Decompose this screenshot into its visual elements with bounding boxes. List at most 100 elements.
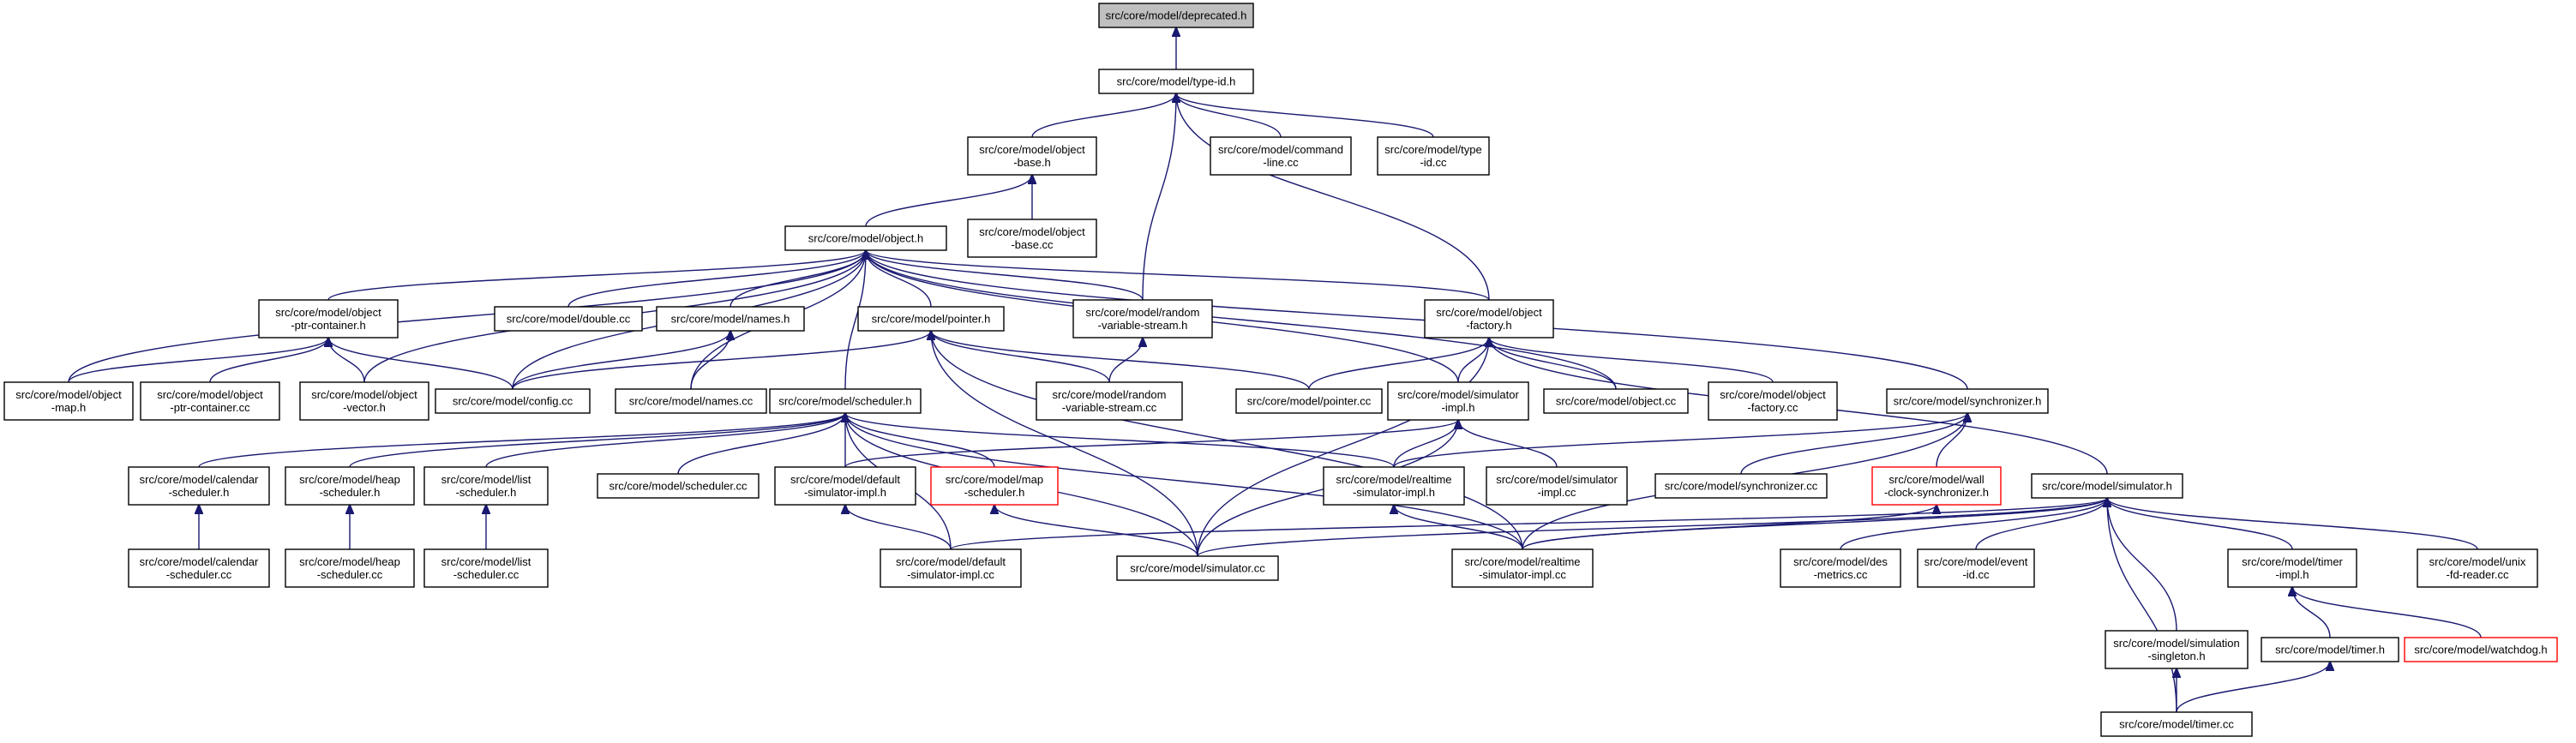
edge-names_cc-to-names_h bbox=[690, 331, 730, 390]
node-label: src/core/model/simulation bbox=[2113, 637, 2239, 650]
node-simulator_cc[interactable]: src/core/model/simulator.cc bbox=[1116, 555, 1279, 581]
node-names_cc[interactable]: src/core/model/names.cc bbox=[615, 388, 767, 414]
edge-object_ptr_container_h-to-object_h bbox=[327, 250, 866, 301]
node-label: -scheduler.h bbox=[169, 486, 230, 499]
node-label: -variable-stream.cc bbox=[1062, 401, 1157, 414]
node-object_ptr_container_cc[interactable]: src/core/model/object-ptr-container.cc bbox=[140, 381, 280, 421]
node-realtime_simulator_impl_h[interactable]: src/core/model/realtime-simulator-impl.h bbox=[1323, 466, 1465, 506]
node-object_h[interactable]: src/core/model/object.h bbox=[784, 225, 947, 251]
node-object_vector_h[interactable]: src/core/model/object-vector.h bbox=[299, 381, 429, 421]
node-config_cc[interactable]: src/core/model/config.cc bbox=[435, 388, 591, 414]
node-event_id_cc[interactable]: src/core/model/event-id.cc bbox=[1917, 548, 2035, 588]
edge-double_cc-to-object_h bbox=[567, 250, 866, 308]
node-label: -scheduler.cc bbox=[166, 568, 232, 581]
node-default_simulator_impl_h[interactable]: src/core/model/default-simulator-impl.h bbox=[774, 466, 916, 506]
node-label: src/core/model/wall bbox=[1888, 473, 1984, 486]
edge-names_h-to-object_h bbox=[730, 250, 866, 308]
node-label: -fd-reader.cc bbox=[2447, 568, 2509, 581]
node-label: -base.cc bbox=[1011, 238, 1054, 251]
node-random_variable_stream_h[interactable]: src/core/model/random-variable-stream.h bbox=[1072, 299, 1213, 339]
edge-random_variable_stream_cc-to-pointer_h bbox=[931, 331, 1110, 383]
node-label: -line.cc bbox=[1263, 156, 1299, 169]
edge-object_factory_h-to-object_h bbox=[866, 250, 1490, 301]
edge-object_map_h-to-object_h bbox=[68, 250, 866, 383]
node-calendar_scheduler_cc[interactable]: src/core/model/calendar-scheduler.cc bbox=[128, 548, 270, 588]
node-synchronizer_h[interactable]: src/core/model/synchronizer.h bbox=[1886, 388, 2049, 414]
node-label: src/core/model/object bbox=[311, 388, 417, 401]
node-double_cc[interactable]: src/core/model/double.cc bbox=[494, 306, 643, 332]
node-names_h[interactable]: src/core/model/names.h bbox=[656, 306, 805, 332]
edge-default_simulator_impl_h-to-simulator_impl_h bbox=[844, 420, 1458, 468]
node-heap_scheduler_cc[interactable]: src/core/model/heap-scheduler.cc bbox=[285, 548, 415, 588]
node-label: src/core/model/simulator bbox=[1496, 473, 1618, 486]
node-simulator_impl_cc[interactable]: src/core/model/simulator-impl.cc bbox=[1486, 466, 1628, 506]
edge-config_cc-to-pointer_h bbox=[512, 331, 931, 390]
node-wall_clock_synchronizer_h[interactable]: src/core/model/wall-clock-synchronizer.h bbox=[1871, 466, 2002, 506]
node-map_scheduler_h[interactable]: src/core/model/map-scheduler.h bbox=[930, 466, 1059, 506]
node-object_base_cc[interactable]: src/core/model/object-base.cc bbox=[967, 219, 1097, 258]
node-timer_impl_h[interactable]: src/core/model/timer-impl.h bbox=[2227, 548, 2357, 588]
node-simulation_singleton_h[interactable]: src/core/model/simulation-singleton.h bbox=[2105, 630, 2249, 669]
node-command_line_cc[interactable]: src/core/model/command-line.cc bbox=[1210, 136, 1352, 176]
node-label: -simulator-impl.cc bbox=[1479, 568, 1566, 581]
node-type_id_h[interactable]: src/core/model/type-id.h bbox=[1098, 69, 1254, 94]
node-timer_h[interactable]: src/core/model/timer.h bbox=[2261, 637, 2399, 662]
node-pointer_h[interactable]: src/core/model/pointer.h bbox=[857, 306, 1005, 332]
edge-object_h-to-object_base_h bbox=[865, 175, 1032, 227]
node-des_metrics_cc[interactable]: src/core/model/des-metrics.cc bbox=[1780, 548, 1901, 588]
edge-random_variable_stream_cc-to-random_variable_stream_h bbox=[1108, 338, 1143, 383]
node-label: src/core/model/object bbox=[157, 388, 263, 401]
node-label: src/core/model/synchronizer.cc bbox=[1665, 480, 1818, 493]
node-timer_cc[interactable]: src/core/model/timer.cc bbox=[2100, 711, 2253, 737]
node-default_simulator_impl_cc[interactable]: src/core/model/default-simulator-impl.cc bbox=[880, 548, 1022, 588]
node-object_ptr_container_h[interactable]: src/core/model/object-ptr-container.h bbox=[258, 299, 399, 339]
node-random_variable_stream_cc[interactable]: src/core/model/random-variable-stream.cc bbox=[1036, 381, 1183, 421]
node-label: src/core/model/timer.h bbox=[2275, 644, 2385, 656]
edge-des_metrics_cc-to-simulator_h bbox=[1840, 498, 2107, 550]
edge-object_cc-to-object_factory_h bbox=[1489, 338, 1617, 390]
node-label: src/core/model/default bbox=[790, 473, 900, 486]
edge-map_scheduler_h-to-scheduler_h bbox=[845, 413, 995, 468]
node-pointer_cc[interactable]: src/core/model/pointer.cc bbox=[1235, 388, 1383, 414]
node-label: -scheduler.h bbox=[964, 486, 1025, 499]
node-object_base_h[interactable]: src/core/model/object-base.h bbox=[967, 136, 1097, 176]
node-object_map_h[interactable]: src/core/model/object-map.h bbox=[3, 381, 134, 421]
node-realtime_simulator_impl_cc[interactable]: src/core/model/realtime-simulator-impl.c… bbox=[1451, 548, 1594, 588]
node-label: src/core/model/random bbox=[1053, 388, 1167, 401]
node-heap_scheduler_h[interactable]: src/core/model/heap-scheduler.h bbox=[285, 466, 415, 506]
node-label: -scheduler.h bbox=[456, 486, 517, 499]
node-scheduler_h[interactable]: src/core/model/scheduler.h bbox=[769, 388, 922, 414]
edge-synchronizer_cc-to-synchronizer_h bbox=[1740, 413, 1967, 475]
node-unix_fd_reader_cc[interactable]: src/core/model/unix-fd-reader.cc bbox=[2417, 548, 2538, 588]
node-label: src/core/model/config.cc bbox=[453, 395, 573, 408]
node-label: src/core/model/event bbox=[1924, 555, 2028, 568]
node-label: -id.cc bbox=[1420, 156, 1447, 169]
node-simulator_h[interactable]: src/core/model/simulator.h bbox=[2031, 473, 2183, 499]
node-label: src/core/model/deprecated.h bbox=[1106, 9, 1247, 22]
node-object_factory_h[interactable]: src/core/model/object-factory.h bbox=[1424, 299, 1554, 339]
node-watchdog_h[interactable]: src/core/model/watchdog.h bbox=[2404, 637, 2558, 662]
node-label: src/core/model/scheduler.cc bbox=[609, 480, 748, 493]
node-label: src/core/model/double.cc bbox=[507, 313, 631, 326]
node-label: src/core/model/scheduler.h bbox=[778, 395, 911, 408]
node-label: -base.h bbox=[1013, 156, 1050, 169]
node-calendar_scheduler_h[interactable]: src/core/model/calendar-scheduler.h bbox=[128, 466, 270, 506]
node-simulator_impl_h[interactable]: src/core/model/simulator-impl.h bbox=[1387, 381, 1529, 421]
node-layer: src/core/model/deprecated.h src/core/mode… bbox=[3, 3, 2558, 737]
node-label: -metrics.cc bbox=[1814, 568, 1868, 581]
node-synchronizer_cc[interactable]: src/core/model/synchronizer.cc bbox=[1654, 473, 1828, 499]
node-label: -variable-stream.h bbox=[1098, 319, 1188, 332]
node-label: src/core/model/object.h bbox=[808, 232, 923, 245]
node-scheduler_cc[interactable]: src/core/model/scheduler.cc bbox=[597, 473, 760, 499]
node-list_scheduler_cc[interactable]: src/core/model/list-scheduler.cc bbox=[423, 548, 549, 588]
edge-realtime_simulator_impl_h-to-scheduler_h bbox=[845, 413, 1395, 468]
edge-object_cc-to-object_h bbox=[866, 250, 1617, 390]
node-object_cc[interactable]: src/core/model/object.cc bbox=[1543, 388, 1689, 414]
node-label: src/core/model/object bbox=[15, 388, 122, 401]
node-list_scheduler_h[interactable]: src/core/model/list-scheduler.h bbox=[423, 466, 549, 506]
node-deprecated_h[interactable]: src/core/model/deprecated.h bbox=[1098, 3, 1254, 28]
edge-realtime_simulator_impl_cc-to-simulator_h bbox=[1522, 498, 2107, 550]
node-object_factory_cc[interactable]: src/core/model/object-factory.cc bbox=[1708, 381, 1838, 421]
node-label: -scheduler.cc bbox=[317, 568, 383, 581]
node-type_id_cc[interactable]: src/core/model/type-id.cc bbox=[1377, 136, 1490, 176]
